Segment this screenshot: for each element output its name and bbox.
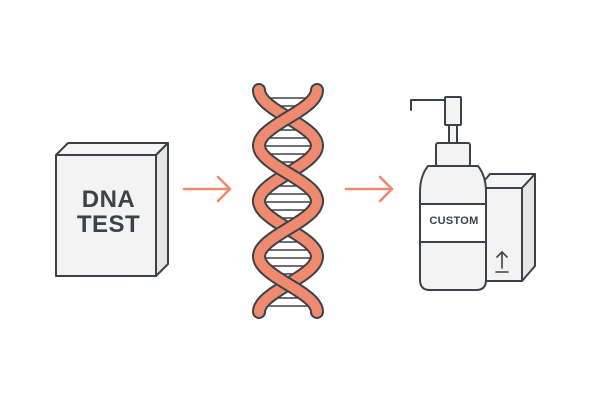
dna-double-helix-icon xyxy=(251,83,325,319)
dna-test-label-line2: TEST xyxy=(76,211,141,239)
arrow-right-icon xyxy=(182,175,232,203)
dna-test-kit-box-icon xyxy=(55,142,169,277)
arrow-right-icon xyxy=(344,175,394,203)
pump-bottle-icon xyxy=(410,96,487,291)
this-side-up-icon xyxy=(495,251,509,273)
custom-product-label: CUSTOM xyxy=(429,215,479,227)
dna-test-label: DNA TEST xyxy=(57,187,160,237)
dna-test-label-line1: DNA xyxy=(81,186,136,213)
